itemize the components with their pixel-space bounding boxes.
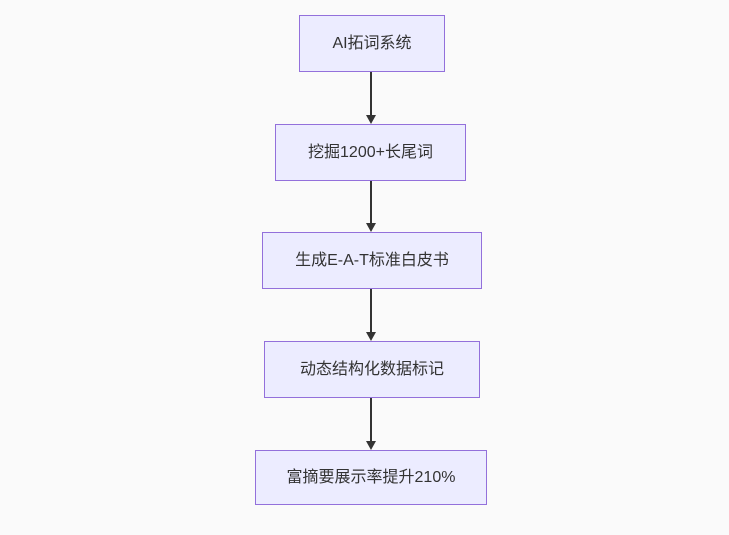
flow-node-rich-snippet-result: 富摘要展示率提升210%: [255, 450, 487, 505]
flow-arrow-1: [365, 72, 377, 124]
arrow-line: [370, 181, 372, 225]
arrow-head-icon: [365, 332, 376, 341]
flow-node-label: 富摘要展示率提升210%: [286, 468, 456, 486]
flow-node-label: 挖掘1200+长尾词: [308, 143, 433, 161]
flow-node-structured-data-markup: 动态结构化数据标记: [264, 341, 480, 398]
flow-arrow-3: [365, 289, 377, 341]
arrow-line: [370, 72, 372, 117]
flow-node-label: 动态结构化数据标记: [299, 360, 444, 378]
arrow-head-icon: [365, 223, 376, 232]
flow-arrow-4: [365, 398, 377, 450]
arrow-head-icon: [365, 441, 376, 450]
flow-node-label: AI拓词系统: [332, 34, 412, 52]
flow-node-longtail-mining: 挖掘1200+长尾词: [275, 124, 466, 181]
flow-node-label: 生成E-A-T标准白皮书: [295, 251, 449, 269]
flow-node-eat-whitepaper: 生成E-A-T标准白皮书: [262, 232, 482, 289]
arrow-head-icon: [365, 115, 376, 124]
arrow-line: [370, 398, 372, 443]
flow-node-ai-word-expansion: AI拓词系统: [299, 15, 445, 72]
flow-arrow-2: [365, 181, 377, 232]
arrow-line: [370, 289, 372, 334]
